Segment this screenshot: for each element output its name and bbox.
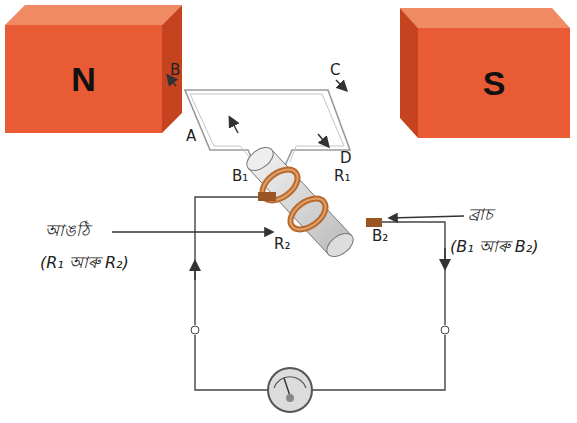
current-arrow xyxy=(444,248,446,268)
point-label: R₂ xyxy=(274,236,290,253)
point-label: A xyxy=(186,128,196,145)
brush xyxy=(258,192,276,201)
galvanometer xyxy=(268,368,312,412)
part-label: আঙঠি xyxy=(45,222,90,240)
pole-letter: N xyxy=(71,60,96,99)
point-label: R₁ xyxy=(334,168,350,185)
point-label: C xyxy=(330,62,340,79)
magnet-face xyxy=(418,28,570,138)
part-label: (R₁ আৰু R₂) xyxy=(40,254,129,272)
magnet-side xyxy=(162,5,182,133)
slip-rings xyxy=(257,163,331,235)
magnet-pole: N xyxy=(5,25,162,133)
part-label: (B₁ আৰু B₂) xyxy=(450,238,538,256)
leader-arrow xyxy=(390,216,464,218)
magnet-side xyxy=(400,8,418,138)
part-label: ব্ৰাচ xyxy=(468,206,493,224)
brush xyxy=(366,218,382,227)
leader-arrow xyxy=(112,231,272,232)
shaft xyxy=(243,143,358,261)
current-arrows xyxy=(168,76,346,146)
slip-ring-shine xyxy=(257,163,331,235)
point-label: D xyxy=(340,150,352,167)
point-label: B₂ xyxy=(372,228,388,245)
pole-letter: S xyxy=(483,64,506,103)
terminal xyxy=(191,326,199,334)
magnet-top xyxy=(400,8,570,28)
current-arrow xyxy=(194,262,196,280)
circuit-wire xyxy=(195,197,445,390)
magnet-face xyxy=(5,25,162,133)
magnet-top xyxy=(5,5,182,25)
point-label: B₁ xyxy=(232,168,248,185)
terminal xyxy=(441,326,449,334)
magnet-pole: S xyxy=(418,28,570,138)
point-label: B xyxy=(170,62,180,79)
